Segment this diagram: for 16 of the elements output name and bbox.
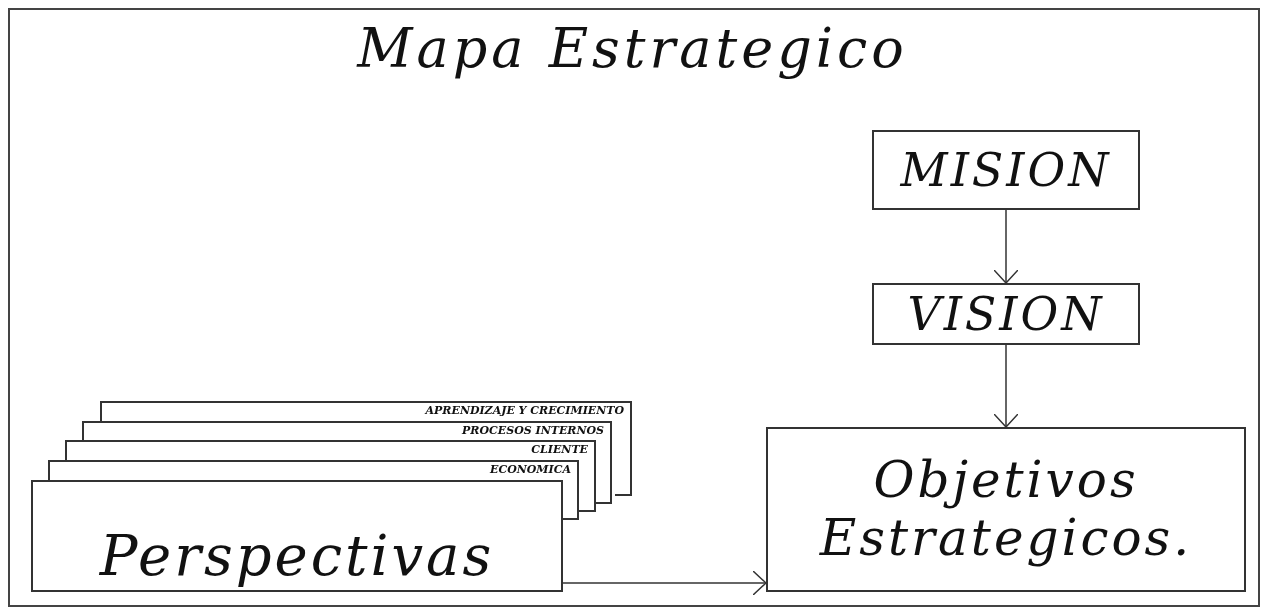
- node-label: MISION: [900, 143, 1112, 197]
- node-label: Perspectivas: [99, 523, 495, 588]
- card-label: CLIENTE: [531, 443, 588, 457]
- diagram-title: Mapa Estrategico: [355, 16, 909, 82]
- card-label: APRENDIZAJE Y CRECIMIENTO: [425, 404, 624, 418]
- process-box: [872, 130, 1140, 210]
- process-box: [766, 427, 1246, 592]
- card-label: ECONOMICA: [490, 463, 571, 477]
- arrow: [993, 209, 1019, 284]
- process-box: [872, 283, 1140, 345]
- arrow: [993, 344, 1019, 428]
- node-label: VISION: [907, 287, 1105, 341]
- card-label: PROCESOS INTERNOS: [462, 424, 604, 438]
- node-label: Objetivos Estrategicos.: [818, 452, 1194, 567]
- process-box: [31, 480, 563, 592]
- arrow: [562, 570, 767, 596]
